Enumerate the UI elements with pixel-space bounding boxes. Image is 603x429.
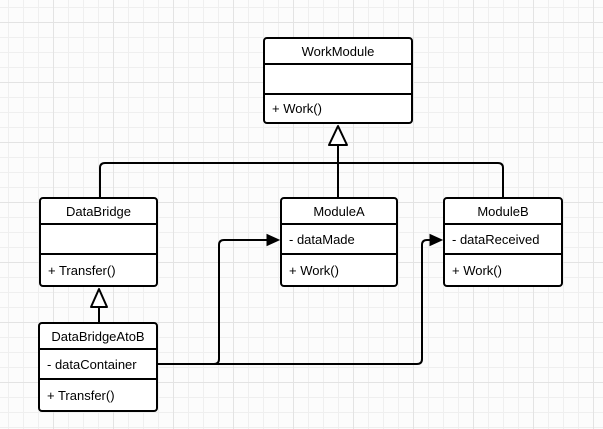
class-workmodule[interactable]: WorkModule + Work() <box>263 37 413 124</box>
hollow-triangle-workmodule <box>328 125 348 146</box>
class-modulea-methods: + Work() <box>289 262 339 278</box>
class-modulea-attrs: - dataMade <box>282 225 396 255</box>
class-moduleb-methods: + Work() <box>452 262 502 278</box>
class-workmodule-methods: + Work() <box>272 101 322 116</box>
generalization-rail[interactable] <box>99 162 504 197</box>
hollow-triangle-databridge <box>90 288 108 308</box>
class-databridge[interactable]: DataBridge + Transfer() <box>39 197 158 287</box>
class-databridgeatob[interactable]: DataBridgeAtoB - dataContainer + Transfe… <box>38 322 158 412</box>
class-databridgeatob-methods: + Transfer() <box>47 387 115 403</box>
arrowhead-modulea <box>266 233 281 247</box>
class-moduleb[interactable]: ModuleB - dataReceived + Work() <box>443 197 563 287</box>
class-workmodule-attrs <box>265 65 411 95</box>
class-modulea-title: ModuleA <box>282 199 396 225</box>
class-databridge-title: DataBridge <box>41 199 156 225</box>
class-moduleb-title: ModuleB <box>445 199 561 225</box>
class-databridgeatob-title: DataBridgeAtoB <box>40 324 156 350</box>
class-databridge-attrs <box>41 225 156 255</box>
class-workmodule-title: WorkModule <box>265 39 411 65</box>
arrowhead-moduleb <box>429 233 444 247</box>
class-modulea[interactable]: ModuleA - dataMade + Work() <box>280 197 398 287</box>
class-databridge-methods: + Transfer() <box>48 262 116 278</box>
class-moduleb-attrs: - dataReceived <box>445 225 561 255</box>
association-to-moduleb[interactable] <box>158 239 431 365</box>
association-to-modulea[interactable] <box>158 239 268 365</box>
class-databridgeatob-attrs: - dataContainer <box>40 350 156 380</box>
